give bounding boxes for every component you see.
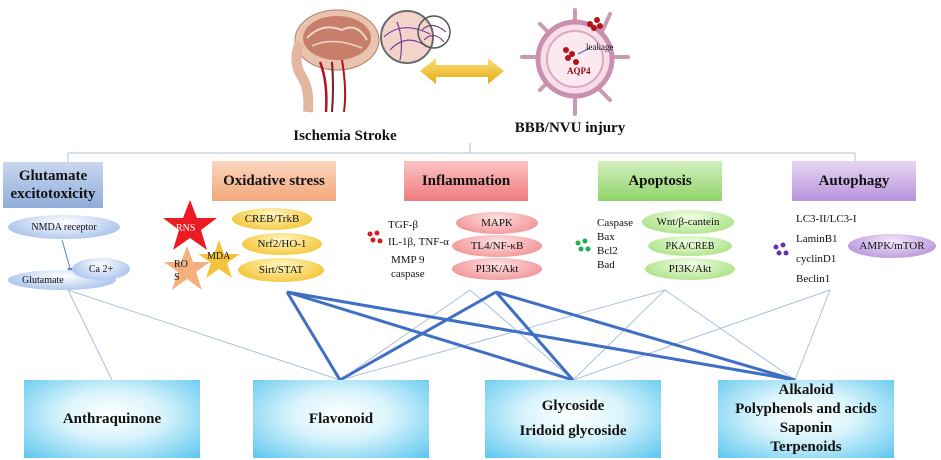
anthraquinone-label: Anthraquinone	[62, 410, 162, 427]
saponin-label: Saponin	[779, 420, 833, 436]
mda-star-icon	[198, 240, 240, 278]
sirt-stat-pill: Sirt/STAT	[238, 258, 324, 282]
iridoid-glycoside-label: Iridoid glycoside	[519, 423, 627, 439]
apoptosis-marker-1: Caspase	[597, 217, 634, 229]
nmda-receptor-pill: NMDA receptor	[8, 215, 120, 239]
ros-star-icon	[164, 246, 210, 290]
thick-connectors	[285, 290, 796, 382]
bbb-nvu-title: BBB/NVU injury	[514, 120, 626, 136]
autophagy-marker-3: cyclinD1	[796, 253, 837, 265]
autophagy-marker-2: LaminB1	[796, 233, 838, 245]
flavonoid-label: Flavonoid	[308, 410, 374, 427]
pka-creb-pill: PKA/CREB	[648, 236, 732, 256]
nrf2-ho1-pill: Nrf2/HO-1	[242, 233, 322, 255]
ischemia-stroke-title: Ischemia Stroke	[293, 128, 397, 144]
calcium-pill: Ca 2+	[72, 258, 130, 280]
inflammation-marker-1: TGF-β	[388, 219, 419, 231]
pi3k-akt-pill-apoptosis: PI3K/Akt	[645, 258, 735, 280]
wnt-pill: Wnt/β-cantein	[642, 210, 734, 234]
purple-dots-icon	[773, 242, 789, 256]
polyphenols-label: Polyphenols and acids	[735, 401, 877, 417]
blood-vessel-icon	[520, 8, 630, 116]
head-illustration-icon	[291, 9, 451, 113]
double-arrow-icon	[420, 58, 504, 84]
mda-label: MDA	[207, 251, 231, 262]
green-dots-icon	[575, 238, 591, 252]
compound-alkaloid-group: Alkaloid Polyphenols and acids Saponin T…	[718, 380, 894, 458]
category-autophagy: Autophagy	[792, 161, 916, 201]
alkaloid-label: Alkaloid	[778, 382, 834, 398]
apoptosis-marker-2: Bax	[597, 231, 615, 243]
rns-label: RNS	[176, 223, 196, 234]
category-inflammation: Inflammation	[404, 161, 528, 201]
autophagy-marker-1: LC3-II/LC3-I	[796, 213, 857, 225]
category-glutamate: Glutamate excitotoxicity	[3, 162, 103, 208]
creb-trkb-pill: CREB/TrkB	[232, 208, 312, 230]
inflammation-marker-4: caspase	[391, 268, 425, 280]
ros-label: RO S	[174, 259, 188, 283]
mapk-pill: MAPK	[456, 212, 538, 234]
compound-anthraquinone: Anthraquinone	[24, 380, 200, 458]
inflammation-marker-2: IL-1β, TNF-α	[388, 236, 449, 248]
apoptosis-marker-3: Bcl2	[597, 245, 618, 257]
thin-connectors	[67, 289, 831, 381]
category-apoptosis: Apoptosis	[598, 161, 722, 201]
rns-star-icon	[163, 200, 217, 250]
compound-glycoside: Glycoside Iridoid glycoside	[485, 380, 661, 458]
red-dots-icon	[367, 230, 383, 244]
leakage-label: leakage	[586, 42, 614, 52]
inflammation-marker-3: MMP 9	[391, 254, 425, 266]
category-oxidative-stress: Oxidative stress	[212, 161, 336, 201]
autophagy-marker-4: Beclin1	[796, 273, 831, 285]
compound-flavonoid: Flavonoid	[253, 380, 429, 458]
terpenoids-label: Terpenoids	[770, 439, 842, 455]
ampk-mtor-pill: AMPK/mTOR	[848, 234, 936, 258]
glycoside-label: Glycoside	[541, 398, 605, 414]
aqp4-label: AQP4	[567, 66, 591, 76]
tl4-nfkb-pill: TL4/NF-κB	[452, 235, 542, 257]
pi3k-akt-pill-inflammation: PI3K/Akt	[452, 258, 542, 280]
apoptosis-marker-4: Bad	[597, 259, 615, 271]
